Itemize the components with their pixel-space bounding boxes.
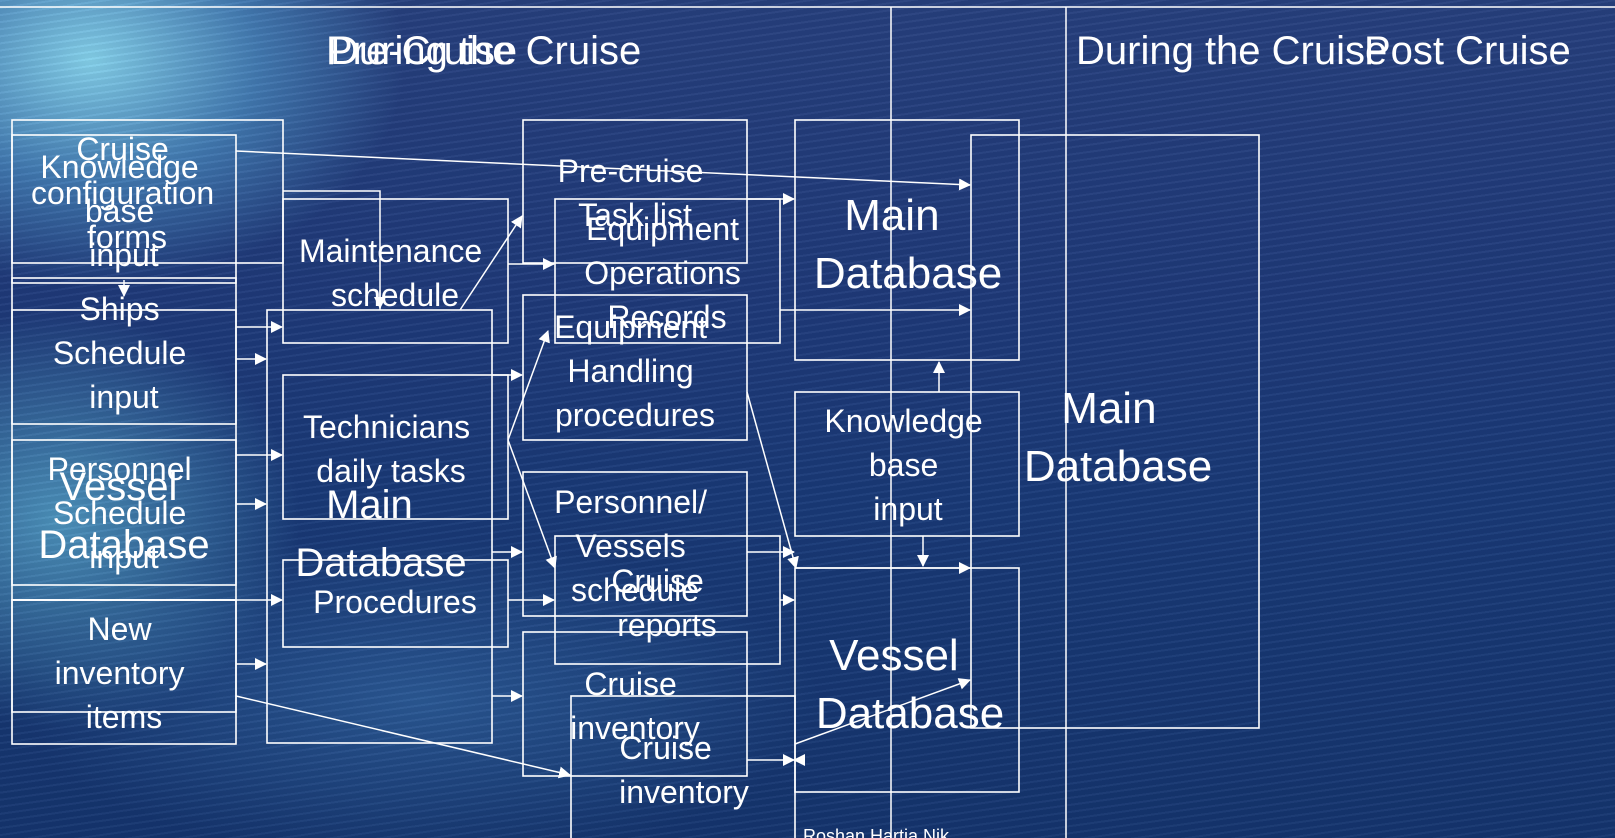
arrow-maint-to-task-list bbox=[459, 215, 523, 311]
vessel-database-box-right bbox=[794, 567, 1020, 793]
equipment-operations-records-box bbox=[554, 198, 781, 344]
cruise-inventory-text-b: Cruise inventory bbox=[619, 730, 749, 810]
main-database-text-right: Main Database bbox=[814, 191, 1002, 298]
personnel-vessels-schedule-text: Personnel/ Vessels schedule bbox=[554, 484, 716, 608]
arrow-config-to-post-main bbox=[235, 150, 971, 191]
header-during-cruise-right: During the Cruise bbox=[1076, 29, 1387, 73]
personnel-schedule-input-text: Personnel Schedule input bbox=[48, 451, 201, 575]
equipment-handling-procedures-box bbox=[522, 294, 748, 441]
arrow-vessel-to-post-main bbox=[794, 678, 971, 745]
footer-fragment: Roshan Hartia Nik bbox=[803, 826, 950, 838]
line-kb-top-to-maint bbox=[283, 190, 381, 310]
vessel-database-text-right: Vessel Database bbox=[816, 631, 1004, 738]
procedures-text: Procedures bbox=[313, 584, 477, 620]
vessel-database-text-left: Vessel Database bbox=[38, 465, 209, 567]
technicians-daily-tasks-box bbox=[282, 374, 509, 520]
procedures-box bbox=[282, 559, 509, 648]
main-database-text-post: Main Database bbox=[1024, 384, 1212, 491]
maintenance-schedule-text: Maintenance schedule bbox=[299, 233, 491, 313]
knowledge-base-input-text-left: Knowledge base input bbox=[40, 149, 207, 273]
equipment-operations-records-text: Equipment Operations Records bbox=[584, 211, 749, 335]
personnel-vessels-schedule-box bbox=[522, 471, 748, 617]
arrow-tech-to-personnel-vessels bbox=[507, 439, 557, 569]
arrow-eq-handling-to-vessel bbox=[746, 391, 799, 569]
maintenance-schedule-box bbox=[282, 198, 509, 344]
new-inventory-items-text: New inventory items bbox=[55, 611, 194, 735]
header-post-cruise: Post Cruise bbox=[1364, 29, 1571, 73]
knowledge-base-input-box-right bbox=[794, 391, 1020, 537]
main-database-box-post bbox=[970, 134, 1260, 729]
main-database-text-center: Main Database bbox=[295, 483, 466, 585]
knowledge-base-input-text-right: Knowledge base input bbox=[824, 403, 991, 527]
header-pre-cruise: Pre-Cruise bbox=[326, 29, 517, 73]
header-during-cruise-left: During the Cruise bbox=[330, 29, 641, 73]
arrow-tech-to-eq-handling-diag bbox=[507, 330, 550, 441]
arrow-inventory-to-cruise-inv bbox=[235, 695, 571, 779]
cruise-config-forms-text: Cruise configuration forms bbox=[31, 131, 223, 255]
cruise-inventory-text-a: Cruise inventory bbox=[570, 666, 700, 746]
main-database-box-right bbox=[794, 119, 1020, 361]
cruise-inventory-box-a bbox=[522, 631, 748, 777]
precruise-task-list-box bbox=[522, 119, 748, 264]
equipment-handling-procedures-text: Equipment Handling procedures bbox=[554, 309, 716, 433]
ships-schedule-input-text: Ships Schedule input bbox=[53, 291, 195, 415]
technicians-daily-tasks-text: Technicians daily tasks bbox=[303, 409, 479, 489]
cruise-reports-text: Cruise reports bbox=[611, 563, 716, 643]
